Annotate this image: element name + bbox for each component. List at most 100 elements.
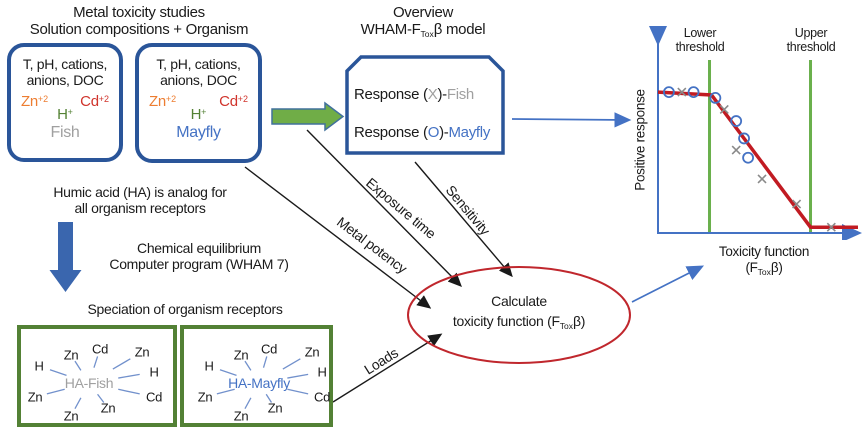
data-point-o-mayfly — [730, 115, 743, 127]
bond-line — [282, 358, 301, 370]
bond-line — [287, 388, 309, 395]
ligand-zn: Zn — [100, 400, 116, 416]
data-point-o-mayfly — [709, 92, 722, 104]
organism-mayfly-label: Mayfly — [176, 124, 221, 141]
ligand-cd: Cd — [260, 341, 278, 357]
response-chart: Lower threshold Upper threshold Toxicity… — [628, 25, 865, 285]
h-ion: H+ — [190, 106, 207, 123]
exposure-time-arrow — [306, 129, 462, 287]
loads-arrow — [332, 333, 443, 403]
ligand-zn: Zn — [233, 347, 249, 363]
study-title: Metal toxicity studies Solution composit… — [0, 4, 278, 38]
data-point-o-mayfly — [738, 132, 750, 145]
bond-line — [118, 388, 140, 395]
conditions-line2: anions, DOC — [26, 72, 104, 88]
response-mayfly-line: Response (O)-Mayfly — [354, 124, 491, 141]
receptor-fish-bonds — [46, 356, 140, 410]
h-ion: H+ — [57, 106, 73, 123]
ligand-zn: Zn — [233, 408, 249, 424]
ion-row: Zn+2 Cd+2 — [11, 91, 119, 110]
ion-row: Zn+2 Cd+2 — [139, 91, 258, 110]
ligand-h: H — [34, 358, 44, 374]
zn-ion: Zn+2 — [149, 93, 177, 110]
cd-ion: Cd+2 — [219, 93, 248, 110]
mayfly-marker-symbol: O — [427, 124, 440, 141]
ligand-zn: Zn — [27, 389, 43, 405]
chem-equilibrium-note: Chemical equilibrium Computer program (W… — [109, 240, 289, 272]
bond-line — [118, 373, 140, 379]
fish-marker-symbol: X — [427, 86, 438, 103]
model-response-line — [657, 90, 858, 229]
data-point-x-fish — [719, 104, 729, 115]
receptor-center-mayfly: HA-Mayfly — [228, 375, 290, 391]
bond-line — [219, 369, 237, 376]
data-point-x-fish — [826, 222, 836, 232]
receptor-center-fish: HA-Fish — [64, 375, 114, 391]
ligand-zn: Zn — [197, 389, 213, 405]
bond-line — [244, 360, 252, 371]
overview-title: Overview WHAM-FToxβ model — [333, 4, 513, 43]
sensitivity-arrow — [414, 161, 513, 278]
bond-line — [74, 397, 82, 410]
ligand-cd: Cd — [145, 389, 163, 405]
solution-box-mayfly: T, pH, cations, anions, DOC Zn+2 Cd+2 H+… — [135, 43, 262, 163]
cd-ion: Cd+2 — [80, 93, 109, 110]
ligand-zn: Zn — [63, 347, 79, 363]
ligand-zn: Zn — [304, 344, 320, 360]
data-point-o-mayfly — [742, 151, 754, 164]
data-point-x-fish — [792, 199, 802, 209]
zn-ion: Zn+2 — [21, 93, 49, 110]
metal-potency-arrow — [244, 166, 432, 309]
ligand-h: H — [317, 364, 327, 380]
data-point-o-mayfly — [663, 86, 675, 99]
ligand-zn: Zn — [134, 344, 150, 360]
organism-fish-label: Fish — [50, 124, 80, 141]
conditions-line1: T, pH, cations, — [156, 56, 241, 72]
bond-line — [262, 356, 268, 368]
overview-box-border — [345, 55, 505, 155]
ligand-h: H — [149, 364, 159, 380]
data-point-x-fish — [731, 145, 741, 155]
bond-line — [287, 373, 309, 379]
data-point-x-fish — [757, 174, 767, 184]
calculate-ellipse — [407, 266, 631, 364]
chart-plot-area — [649, 26, 862, 240]
humic-note: Humic acid (HA) is analog for all organi… — [53, 184, 227, 216]
ellipse-to-chart-arrow — [631, 265, 705, 303]
conditions-line2: anions, DOC — [160, 72, 237, 88]
bond-line — [49, 369, 67, 376]
bond-line — [112, 358, 131, 370]
study-title-line1: Metal toxicity studies — [73, 4, 205, 21]
data-point-x-fish — [677, 87, 687, 97]
upper-threshold-label: Upper threshold — [786, 26, 836, 54]
bond-line — [216, 388, 235, 395]
solution-box-fish: T, pH, cations, anions, DOC Zn+2 Cd+2 H+… — [7, 43, 123, 162]
response-fish-line: Response (X)-Fish — [354, 86, 474, 103]
x-axis-label: Toxicity function (FToxβ) — [718, 244, 810, 277]
conditions-line1: T, pH, cations, — [22, 56, 108, 72]
lower-threshold-label: Lower threshold — [675, 26, 725, 54]
speciation-title: Speciation of organism receptors — [87, 301, 283, 317]
receptor-mayfly-bonds — [216, 356, 309, 410]
overview-title-line1: Overview — [392, 4, 454, 21]
data-point-o-mayfly — [687, 86, 700, 99]
ligand-h: H — [204, 358, 214, 374]
bond-line — [97, 393, 105, 403]
bond-line — [46, 388, 65, 395]
bond-line — [74, 360, 82, 371]
bond-line — [265, 393, 273, 403]
blue-down-arrow — [49, 222, 82, 292]
study-title-line2: Solution compositions + Organism — [29, 21, 249, 38]
calculate-ellipse-text: Calculate toxicity function (FToxβ) — [452, 293, 586, 331]
ligand-cd: Cd — [313, 389, 331, 405]
overview-title-line2: WHAM-FToxβ model — [360, 21, 486, 39]
bond-line — [93, 356, 99, 368]
ligand-zn: Zn — [267, 400, 283, 416]
ligand-zn: Zn — [63, 408, 79, 424]
green-flow-arrow — [271, 101, 345, 132]
bond-line — [244, 397, 252, 410]
